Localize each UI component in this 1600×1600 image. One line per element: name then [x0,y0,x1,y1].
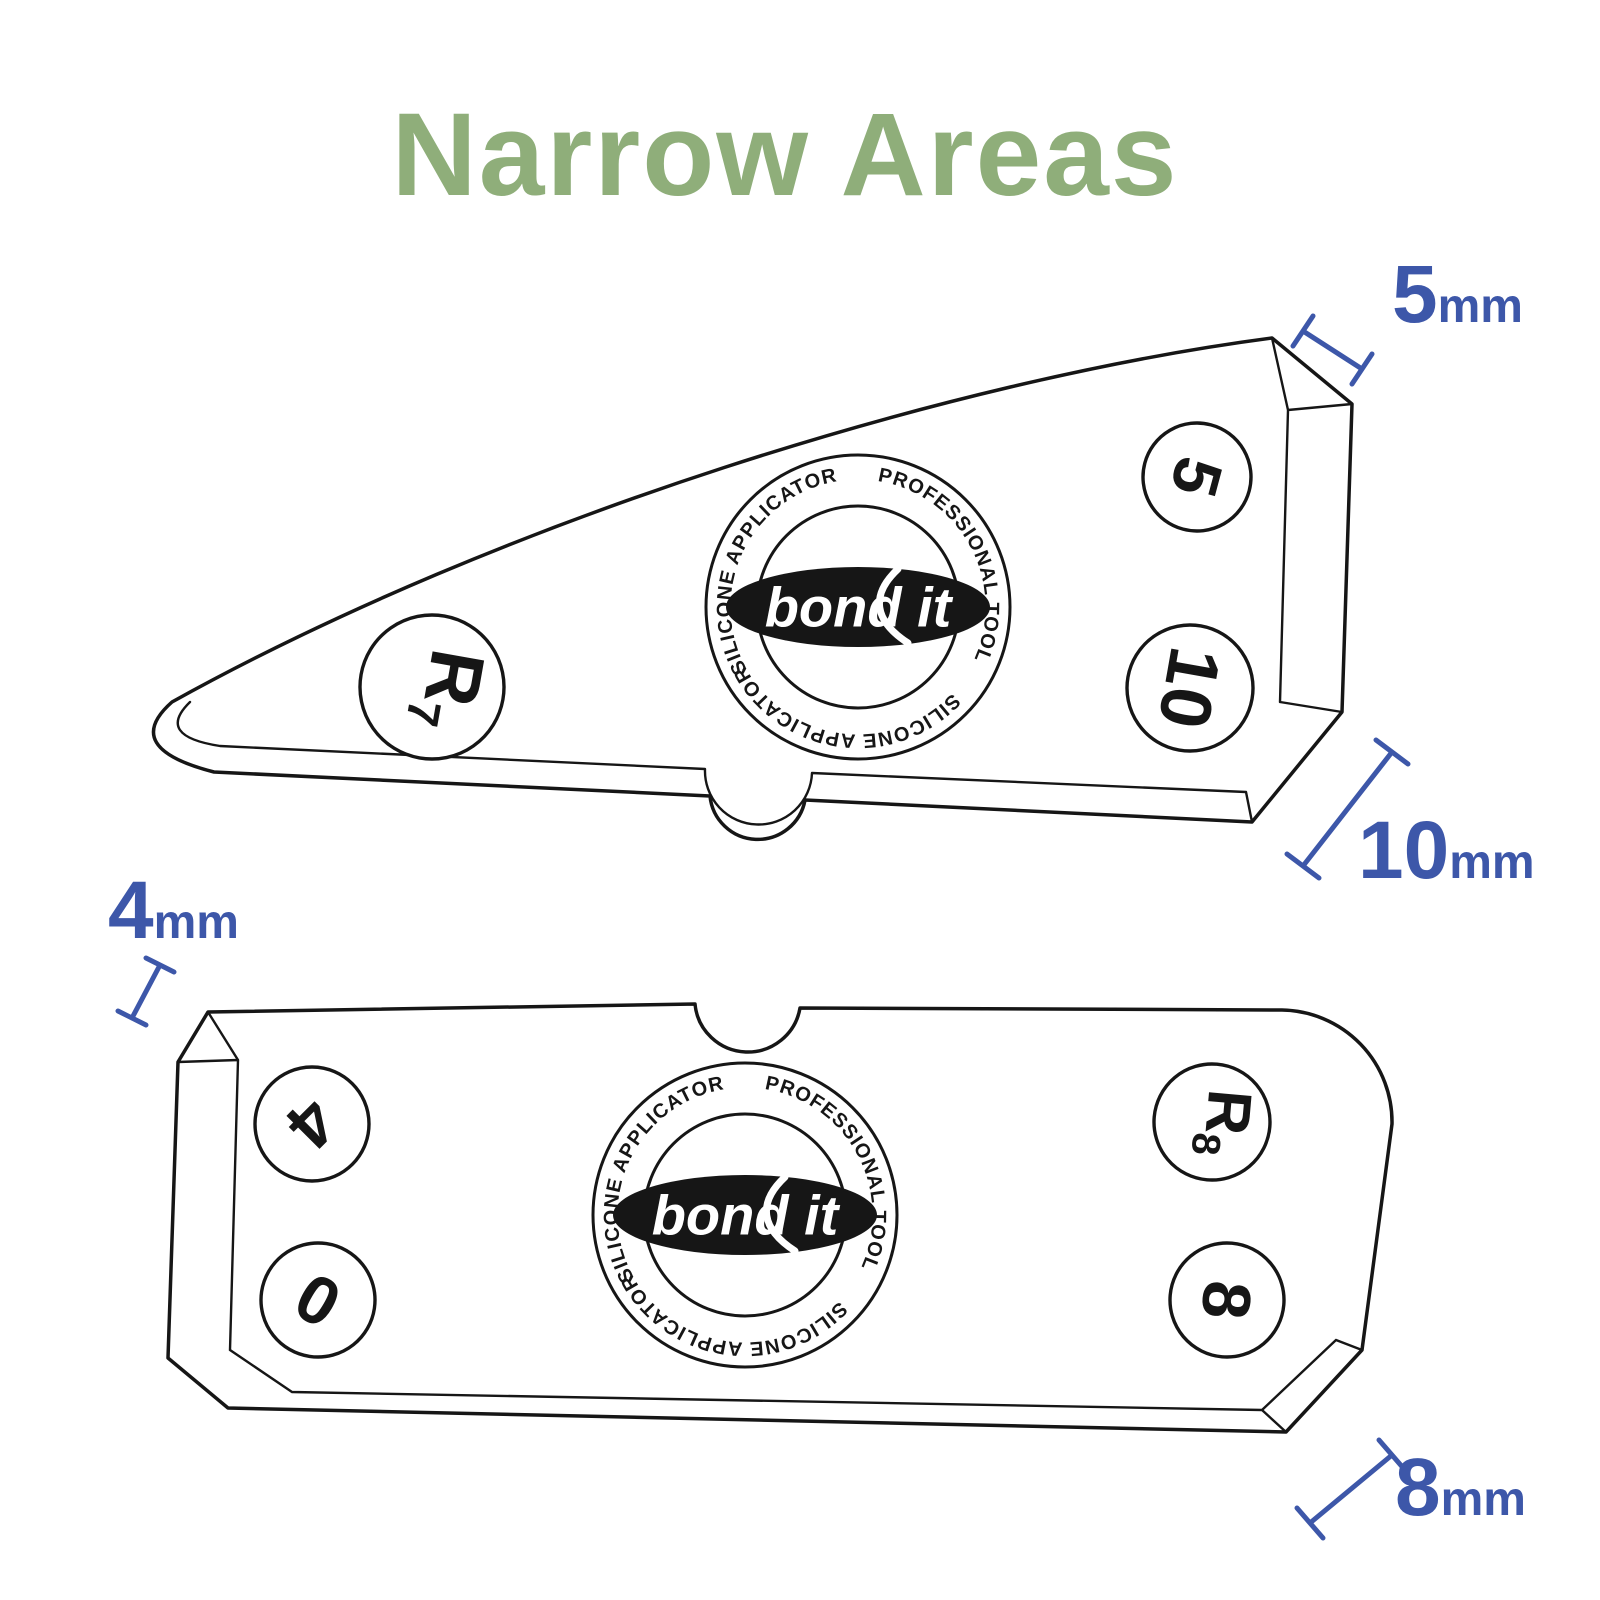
dimension-label: 4mm [108,865,239,956]
dimension-label: 5mm [1392,249,1523,340]
badge-label: R8 [1183,1086,1265,1159]
dimension-line [1290,313,1375,387]
bottom-tool-radius-badge: R8 [1152,1062,1272,1182]
bottom-tool-size-4-badge: 4 [253,1065,371,1183]
badge-circle [1141,421,1253,533]
badge-label: 8 [1187,1278,1266,1322]
badge-circle [253,1065,371,1183]
top-tool-size-10-badge: 10 [1125,623,1255,753]
dimension-4mm: 4mm [108,865,239,1028]
bondit-swoosh [726,567,990,647]
dimension-5mm: 5mm [1290,249,1523,387]
dimension-line [115,955,177,1028]
badge-label: 10 [1142,641,1235,734]
badge-circle [259,1241,377,1359]
bondit-wordmark: bond it [765,576,954,639]
top-tool-bevel-lines [176,336,1354,826]
bottom-tool-size-8-badge: 8 [1168,1241,1286,1359]
badge-circle [358,613,506,761]
top-tool-radius-badge: R7 [358,613,506,761]
dimension-label: 10mm [1358,805,1535,896]
dimension-line [1284,737,1411,881]
dimension-8mm: 8mm [1294,1437,1526,1541]
dimension-line [1294,1437,1408,1541]
dimension-10mm: 10mm [1284,737,1535,896]
badge-circle [1152,1062,1272,1182]
bottom-tool-bevel-lines [176,1010,1364,1434]
bottom-tool-size-0-badge: 0 [259,1241,377,1359]
bondit-swoosh [613,1175,877,1255]
badge-circle [1125,623,1255,753]
page-title: Narrow Areas [392,89,1179,221]
top-tool-size-5-badge: 5 [1141,421,1253,533]
swoosh-divider [875,565,912,647]
bondit-wordmark: bond it [652,1184,841,1247]
swoosh-divider [762,1173,799,1255]
badge-circle [1168,1241,1286,1359]
dimension-label: 8mm [1395,1442,1526,1533]
